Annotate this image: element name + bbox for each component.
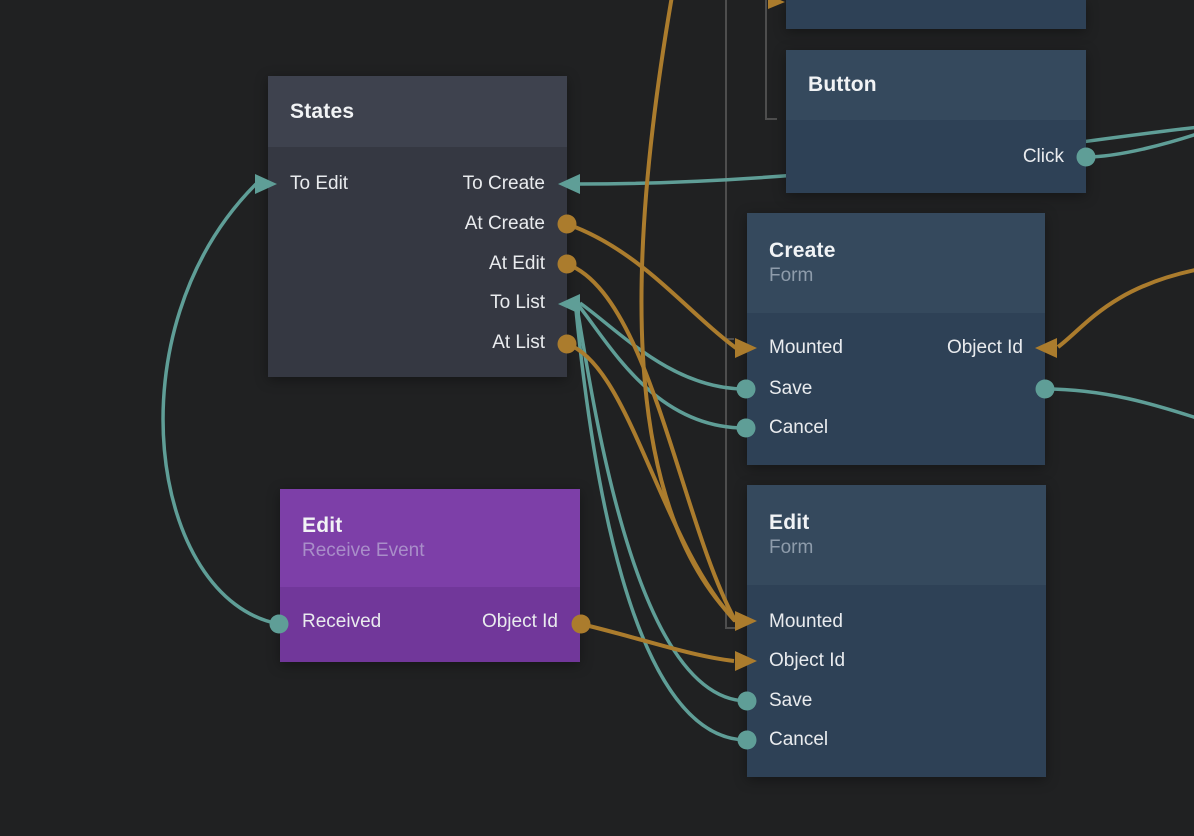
wire-atcreate-to-createmounted[interactable] (567, 224, 736, 348)
wire-topoffscreen-to-editmounted[interactable] (641, 0, 736, 621)
node-states-header: States (268, 76, 567, 147)
port-edit-object-id[interactable]: Object Id (769, 650, 846, 671)
port-create-object-id[interactable]: Object Id (946, 337, 1023, 358)
wire-editcancel-to-tolist[interactable] (576, 310, 747, 740)
node-create-form-title: Create (769, 239, 836, 262)
node-create-form-subtitle: Form (769, 265, 814, 286)
wire-gray-to-button[interactable] (766, 0, 777, 119)
node-edit-receive-subtitle: Receive Event (302, 540, 425, 561)
port-edit-save[interactable]: Save (769, 690, 813, 711)
port-at-edit[interactable]: At Edit (489, 253, 545, 274)
node-button[interactable]: Button Click (786, 50, 1086, 193)
node-states-title: States (290, 99, 355, 123)
wire-received-to-toedit[interactable] (163, 184, 279, 624)
node-button-title: Button (808, 73, 877, 96)
wire-createcancel-to-tolist[interactable] (579, 306, 745, 428)
wire-editsave-to-tolist[interactable] (577, 307, 747, 701)
port-to-create[interactable]: To Create (462, 173, 545, 194)
node-partial-top-body (786, 0, 1086, 29)
node-edit-receive-title: Edit (302, 514, 343, 537)
port-create-save[interactable]: Save (769, 378, 813, 399)
wire-createsave-to-tolist[interactable] (580, 303, 745, 389)
port-received[interactable]: Received (302, 611, 382, 632)
port-received-object-id[interactable]: Object Id (481, 611, 558, 632)
node-create-form-body: Mounted Object Id Save Cancel (747, 313, 1045, 465)
port-create-mounted[interactable]: Mounted (769, 337, 843, 358)
node-edit-receive-event[interactable]: Edit Receive Event Received Object Id (280, 489, 580, 662)
port-to-list[interactable]: To List (490, 292, 545, 313)
node-button-body: Click (786, 120, 1086, 193)
port-edit-cancel[interactable]: Cancel (769, 729, 829, 750)
port-to-edit[interactable]: To Edit (290, 173, 349, 194)
wire-gray-to-create-mounted[interactable] (726, 0, 734, 339)
port-create-cancel[interactable]: Cancel (769, 417, 829, 438)
wire-atedit-to-editmounted[interactable] (567, 264, 735, 620)
port-at-create[interactable]: At Create (464, 213, 545, 234)
port-click[interactable]: Click (1022, 146, 1064, 167)
port-at-list[interactable]: At List (492, 332, 545, 353)
wire-gray-to-edit-mounted[interactable] (726, 0, 736, 628)
node-edit-form-title: Edit (769, 511, 810, 534)
node-edit-form-header: Edit Form (747, 485, 1046, 585)
node-edit-receive-header: Edit Receive Event (280, 489, 580, 587)
node-button-header: Button (786, 50, 1086, 120)
node-edit-form-body: Mounted Object Id Save Cancel (747, 585, 1046, 777)
port-edit-mounted[interactable]: Mounted (769, 611, 843, 632)
node-create-form-header: Create Form (747, 213, 1045, 313)
wire-createout-to-offscreen[interactable] (1045, 389, 1194, 419)
node-edit-form-subtitle: Form (769, 537, 814, 558)
wire-offscreen-to-createobjectid[interactable] (1058, 269, 1194, 347)
node-partial-top[interactable] (786, 0, 1086, 29)
node-states-body: To Edit To Create At Create At Edit To L… (268, 147, 567, 377)
node-edit-form[interactable]: Edit Form Mounted Object Id Save Cancel (747, 485, 1046, 777)
wire-receivedobjectid-to-editobjectid[interactable] (581, 624, 734, 661)
node-create-form[interactable]: Create Form Mounted Object Id Save Cance… (747, 213, 1045, 465)
node-states[interactable]: States To Edit To Create At Create At Ed… (268, 76, 567, 377)
wire-click-to-offscreen[interactable] (1086, 133, 1194, 157)
node-edit-receive-body: Received Object Id (280, 587, 580, 662)
